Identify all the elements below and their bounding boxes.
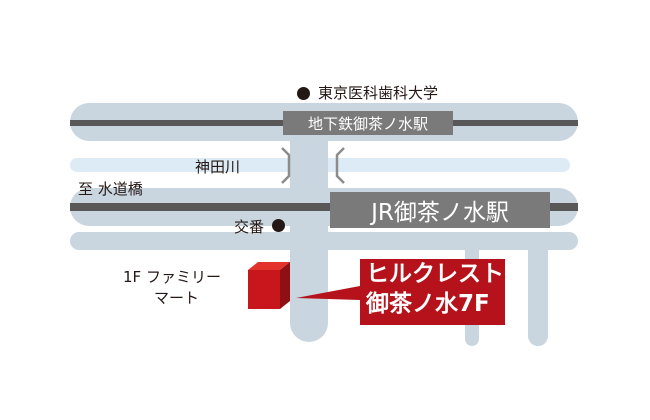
bridge-mark-right <box>335 147 345 184</box>
road-main-vertical <box>290 110 328 342</box>
university-label: 東京医科歯科大学 <box>318 84 439 102</box>
destination-name: ヒルクレスト <box>366 261 504 287</box>
callout-pointer <box>296 286 360 300</box>
koban-marker-icon <box>272 219 285 232</box>
destination-floor: 御茶ノ水7F <box>366 291 490 317</box>
bridge-mark-left <box>281 147 291 184</box>
road-right-vertical-2 <box>528 240 548 346</box>
university-marker-icon <box>297 87 310 100</box>
river-label: 神田川 <box>195 158 241 176</box>
jr-line <box>70 203 578 211</box>
koban-label: 交番 <box>234 218 265 236</box>
direction-west-label: 至 水道橋 <box>78 180 143 198</box>
building-side <box>280 262 290 309</box>
jr-station-label: JR御茶ノ水駅 <box>330 192 550 228</box>
subway-station-label: 地下鉄御茶ノ水駅 <box>283 111 453 135</box>
family-mart-label-line2: マート <box>154 289 200 307</box>
family-mart-label-line1: 1F ファミリー <box>123 268 221 286</box>
building-icon <box>248 270 280 309</box>
destination-callout: ヒルクレスト 御茶ノ水7F <box>360 259 505 325</box>
building-top <box>248 262 290 270</box>
